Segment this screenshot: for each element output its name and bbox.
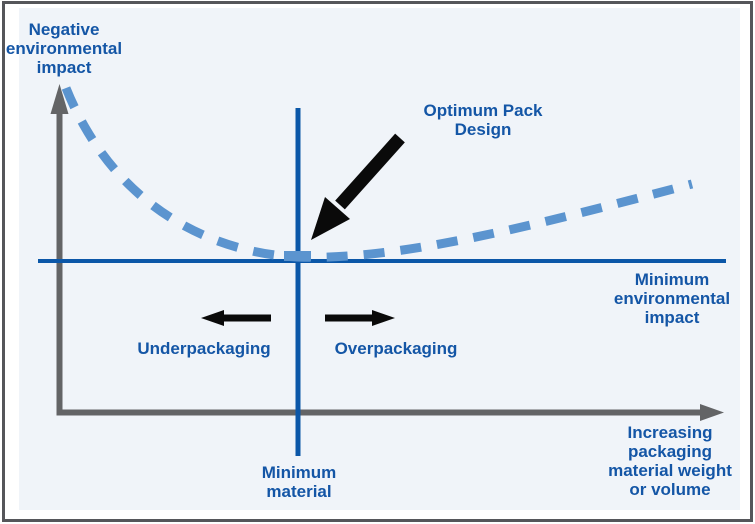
optimum-pointer-arrow-shaft <box>335 133 405 210</box>
optimum-point-dash <box>284 251 311 261</box>
min-env-label-line2: environmental <box>613 289 731 308</box>
min-env-label-line1: Minimum <box>634 270 710 289</box>
min-env-label-line3: impact <box>644 308 700 327</box>
y-axis-arrowhead-icon <box>50 84 69 114</box>
overpackaging-arrowhead-icon <box>372 310 395 326</box>
x-axis-label-line2: packaging <box>627 442 713 461</box>
impact-curve <box>61 86 694 262</box>
y-axis-label: Negative environmental impact <box>0 20 128 77</box>
x-axis-label-line1: Increasing <box>627 423 713 442</box>
underpackaging-arrowhead-icon <box>201 310 224 326</box>
overpackaging-text: Overpackaging <box>334 339 458 358</box>
minimum-environmental-impact-label: Minimum environmental impact <box>597 270 747 327</box>
optimum-label-line2: Design <box>454 120 512 139</box>
y-axis-label-line1: Negative <box>28 20 100 39</box>
optimum-pointer-arrowhead-icon <box>311 197 350 240</box>
optimum-label-line1: Optimum Pack <box>423 101 543 120</box>
underpackaging-label: Underpackaging <box>124 339 284 358</box>
min-material-label-line1: Minimum <box>261 463 337 482</box>
minimum-material-label: Minimum material <box>234 463 364 501</box>
x-axis-label-line4: or volume <box>629 480 711 499</box>
min-material-label-line2: material <box>266 482 332 501</box>
underpackaging-text: Underpackaging <box>137 339 271 358</box>
x-axis-label-line3: material weight <box>608 461 732 480</box>
y-axis-label-line3: impact <box>36 58 92 77</box>
overpackaging-label: Overpackaging <box>316 339 476 358</box>
x-axis-arrowhead-icon <box>700 404 724 421</box>
optimum-pack-design-label: Optimum Pack Design <box>398 101 568 139</box>
y-axis-label-line2: environmental <box>5 39 123 58</box>
x-axis-label: Increasing packaging material weight or … <box>592 423 748 499</box>
